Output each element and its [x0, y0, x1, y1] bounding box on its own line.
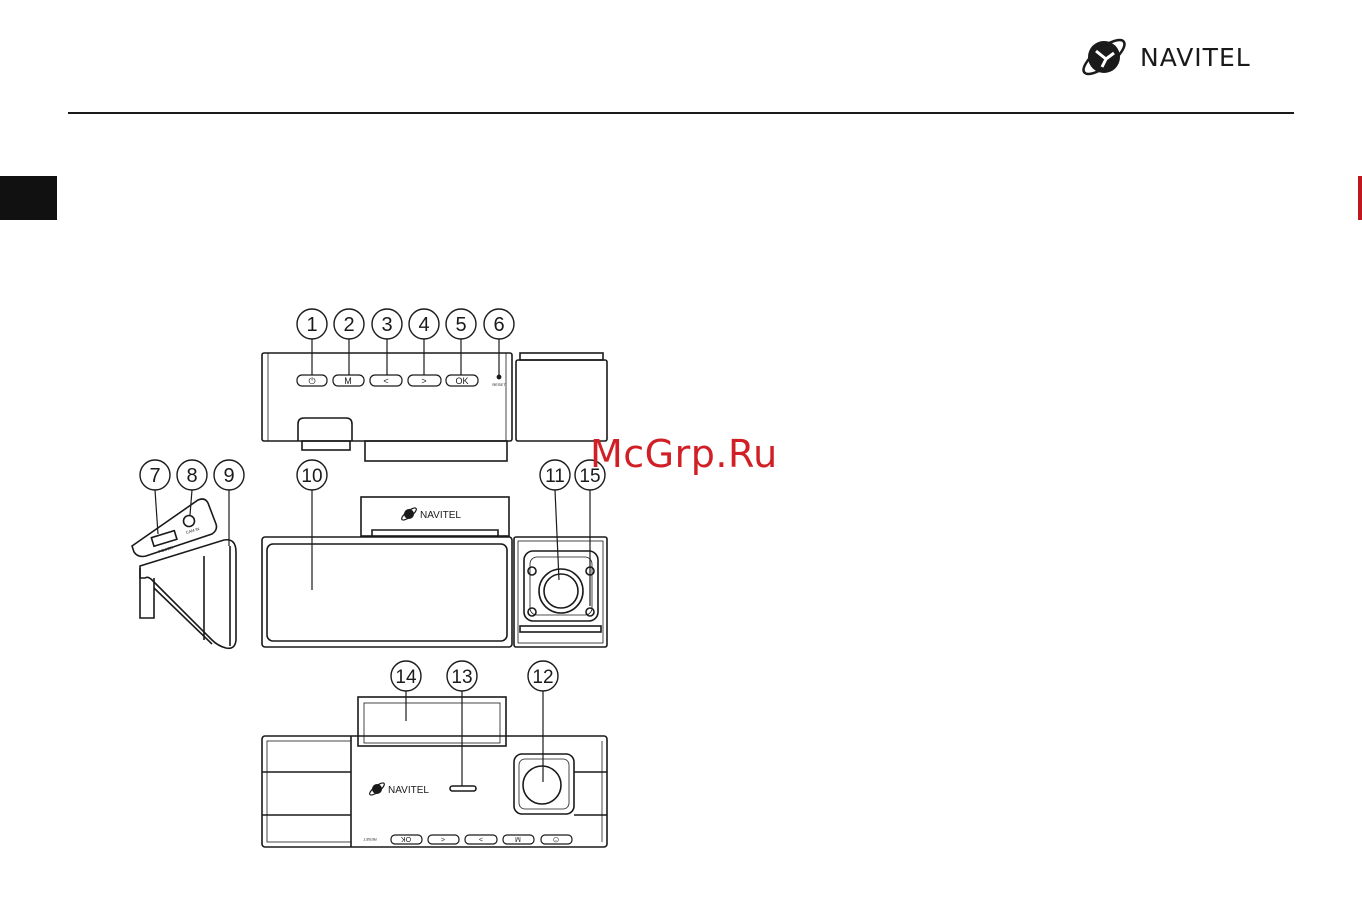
reset-hole[interactable]: [497, 375, 500, 378]
bottom-power-label: ⏻: [553, 835, 559, 843]
callout-8: 8: [186, 465, 197, 487]
power-port-label: POWER: [158, 545, 174, 554]
callout-9: 9: [223, 465, 234, 487]
mode-button-label: M: [344, 376, 352, 386]
mount-plate: [358, 697, 506, 746]
screw-hole: [586, 608, 594, 616]
callout-11: 11: [545, 466, 565, 487]
callout-10: 10: [301, 466, 322, 487]
back-view: NAVITEL OK < > M ⏻ RESET: [262, 697, 607, 847]
callout-7: 7: [149, 465, 160, 487]
callout-14: 14: [395, 667, 417, 688]
callout-6: 6: [493, 314, 504, 336]
ok-button-label: OK: [455, 376, 468, 386]
front-logo: NAVITEL: [400, 506, 461, 522]
bottom-left-label: <: [441, 835, 445, 842]
right-button-label: >: [421, 376, 426, 386]
left-button-label: <: [383, 376, 388, 386]
reset-label: RESET: [492, 382, 506, 387]
cam-in-port: [184, 516, 195, 527]
power-button-label: ⏻: [308, 376, 315, 386]
callout-2: 2: [343, 314, 354, 336]
side-view: POWER CAM IN: [132, 499, 236, 648]
cam-in-port-label: CAM IN: [185, 526, 200, 535]
back-logo: NAVITEL: [368, 781, 429, 797]
callouts: [140, 309, 605, 691]
screw-hole: [528, 608, 536, 616]
bottom-right-label: >: [479, 835, 483, 842]
top-view: ⏻ M < > OK RESET: [262, 353, 607, 461]
callout-1: 1: [306, 314, 317, 336]
callout-13: 13: [451, 667, 472, 688]
front-camera-lens: [523, 766, 561, 804]
callout-4: 4: [418, 314, 429, 336]
watermark: McGrp.Ru: [590, 432, 778, 476]
callout-5: 5: [455, 314, 466, 336]
callout-3: 3: [381, 314, 392, 336]
bottom-ok-label: OK: [401, 835, 411, 842]
front-view: NAVITEL: [262, 497, 607, 647]
rear-camera-lens: [539, 569, 583, 613]
front-logo-text: NAVITEL: [420, 510, 461, 521]
callout-12: 12: [532, 667, 553, 688]
display-screen: [267, 544, 507, 641]
bottom-reset-label: RESET: [363, 837, 377, 842]
speaker-slot: [450, 786, 476, 791]
back-logo-text: NAVITEL: [388, 785, 429, 796]
screw-hole: [528, 567, 536, 575]
power-port: [151, 531, 177, 547]
bottom-mode-label: M: [515, 835, 521, 842]
